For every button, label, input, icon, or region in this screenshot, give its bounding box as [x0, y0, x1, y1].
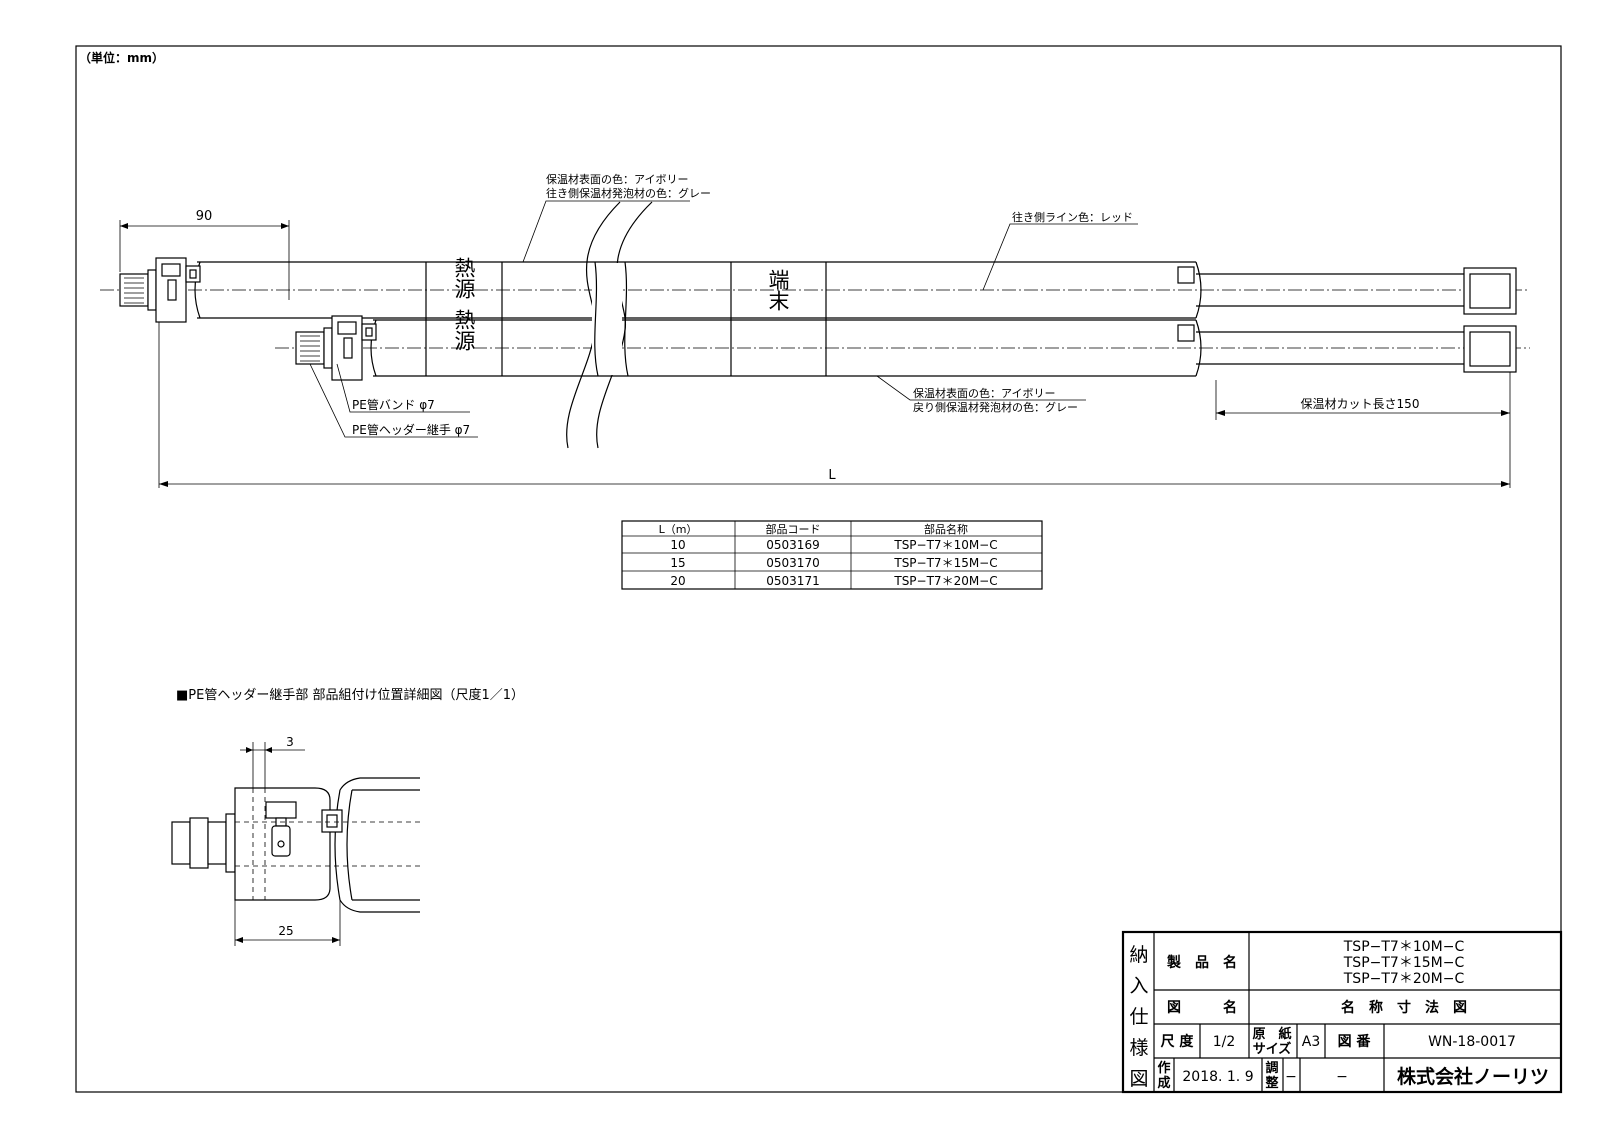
parts-table: L（m） 部品コード 部品名称 10 0503169 TSP−T7＊10M−C … — [621, 520, 1043, 590]
made-label-1: 作 — [1157, 1060, 1170, 1076]
svg-text:保温材表面の色：アイボリー: 保温材表面の色：アイボリー — [913, 386, 1055, 400]
scale-value: 1/2 — [1213, 1034, 1236, 1050]
svg-text:端末: 端末 — [766, 269, 790, 311]
adjust-extra: − — [1336, 1069, 1348, 1085]
table-cell: 15 — [670, 556, 685, 570]
product-name-1: TSP−T7＊10M−C — [1343, 939, 1465, 955]
table-cell: TSP−T7＊15M−C — [893, 556, 997, 570]
upper-end-cap — [1463, 267, 1517, 315]
terminal-label: 端末 — [766, 269, 790, 311]
unit-note: （単位：mm） — [79, 50, 164, 65]
title-block: 納 入 仕 様 図 製 品 名 TSP−T7＊10M−C TSP−T7＊15M−… — [1121, 930, 1563, 1094]
detail-joint-view: 3 25 — [171, 735, 420, 946]
dimension-cut-length: 保温材カット長さ150 — [1215, 380, 1510, 420]
lower-end-cap — [1463, 325, 1517, 373]
svg-text:保温材表面の色：アイボリー: 保温材表面の色：アイボリー — [546, 172, 688, 186]
svg-text:L: L — [828, 468, 836, 483]
svg-text:PE管バンド φ7: PE管バンド φ7 — [352, 397, 435, 412]
product-name-2: TSP−T7＊15M−C — [1343, 955, 1465, 971]
table-cell: 0503171 — [766, 574, 819, 588]
return-insulation-note: 保温材表面の色：アイボリー 戻り側保温材発泡材の色：グレー — [876, 375, 1086, 414]
bare-pipes — [1196, 273, 1464, 365]
heat-source-label-lower: 熱源 — [452, 309, 476, 351]
dimension-L: L — [158, 322, 1511, 488]
table-cell: 0503170 — [766, 556, 819, 570]
side-label-char: 様 — [1129, 1037, 1148, 1059]
table-cell: 0503169 — [766, 538, 819, 552]
svg-text:往き側ライン色：レッド: 往き側ライン色：レッド — [1012, 210, 1133, 224]
svg-text:90: 90 — [196, 209, 213, 224]
number-value: WN-18-0017 — [1428, 1034, 1516, 1050]
dimension-25: 25 — [278, 924, 293, 938]
svg-text:熱源: 熱源 — [452, 257, 476, 299]
table-header-name: 部品名称 — [924, 522, 968, 536]
upper-pipe-end — [119, 273, 149, 307]
made-value: 2018. 1. 9 — [1182, 1069, 1253, 1085]
product-label: 製 品 名 — [1166, 954, 1237, 971]
detail-title: ■PE管ヘッダー継手部 部品組付け位置詳細図（尺度1／1） — [176, 687, 524, 703]
dimension-90: 90 — [119, 209, 290, 300]
lower-band-clip — [361, 323, 377, 341]
table-cell: 20 — [670, 574, 685, 588]
product-name-3: TSP−T7＊20M−C — [1343, 971, 1465, 987]
adjust-value: − — [1285, 1069, 1297, 1085]
table-header-code: 部品コード — [766, 522, 821, 536]
tube-assembly: 熱源 熱源 端末 — [100, 201, 1530, 449]
side-label-char: 入 — [1129, 975, 1148, 997]
scale-label: 尺 度 — [1161, 1033, 1195, 1050]
upper-band-clip — [185, 265, 201, 283]
adjust-label-1: 調 — [1265, 1060, 1278, 1076]
svg-text:熱源: 熱源 — [452, 309, 476, 351]
svg-text:PE管ヘッダー継手 φ7: PE管ヘッダー継手 φ7 — [352, 422, 470, 437]
upper-right-clip — [1177, 266, 1195, 284]
made-label-2: 成 — [1157, 1075, 1170, 1091]
side-label-char: 納 — [1129, 944, 1148, 966]
lower-insulation-outline — [373, 319, 1196, 377]
svg-text:戻り側保温材発泡材の色：グレー: 戻り側保温材発泡材の色：グレー — [913, 400, 1078, 414]
adjust-label-2: 整 — [1264, 1075, 1279, 1091]
drawing-label: 図 名 — [1167, 999, 1237, 1016]
lower-pipe-end — [295, 331, 325, 365]
drawing-name: 名 称 寸 法 図 — [1341, 999, 1467, 1016]
pe-joint-note: PE管ヘッダー継手 φ7 — [309, 363, 478, 438]
paper-value: A3 — [1302, 1034, 1320, 1050]
table-cell: TSP−T7＊10M−C — [893, 538, 997, 552]
number-label: 図 番 — [1338, 1033, 1372, 1050]
lower-right-clip — [1177, 324, 1195, 342]
table-cell: TSP−T7＊20M−C — [893, 574, 997, 588]
line-color-note: 往き側ライン色：レッド — [982, 210, 1138, 291]
table-cell: 10 — [670, 538, 685, 552]
upper-insulation-outline — [197, 261, 1196, 319]
svg-text:往き側保温材発泡材の色：グレー: 往き側保温材発泡材の色：グレー — [546, 186, 711, 200]
svg-text:保温材カット長さ150: 保温材カット長さ150 — [1301, 397, 1420, 411]
heat-source-label-upper: 熱源 — [452, 257, 476, 299]
side-label-char: 図 — [1129, 1068, 1148, 1090]
pe-band-note: PE管バンド φ7 — [336, 363, 470, 413]
side-label-char: 仕 — [1129, 1006, 1148, 1028]
table-header-l: L（m） — [659, 523, 698, 536]
company-logo-text: 株式会社ノーリツ — [1397, 1065, 1549, 1088]
drawing-frame — [75, 45, 1562, 1093]
supply-insulation-note: 保温材表面の色：アイボリー 往き側保温材発泡材の色：グレー — [522, 172, 711, 263]
paper-label-2: サイズ — [1253, 1041, 1292, 1057]
dimension-3: 3 — [286, 735, 294, 749]
label-bands — [425, 262, 827, 376]
paper-label-1: 原 紙 — [1252, 1026, 1291, 1042]
